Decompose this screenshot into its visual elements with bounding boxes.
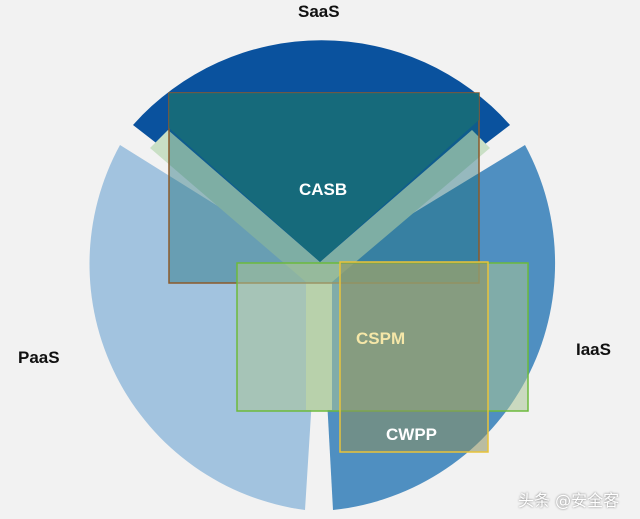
- paas-label: PaaS: [18, 348, 60, 367]
- saas-label: SaaS: [298, 2, 340, 21]
- cwpp-box: [339, 261, 489, 453]
- cwpp-label: CWPP: [386, 425, 437, 444]
- casb-saas-overlay: [169, 93, 479, 262]
- watermark: 头条 @安全客: [518, 491, 620, 510]
- casb-label: CASB: [299, 180, 348, 199]
- cspm-label: CSPM: [356, 329, 406, 348]
- iaas-label: IaaS: [576, 340, 611, 359]
